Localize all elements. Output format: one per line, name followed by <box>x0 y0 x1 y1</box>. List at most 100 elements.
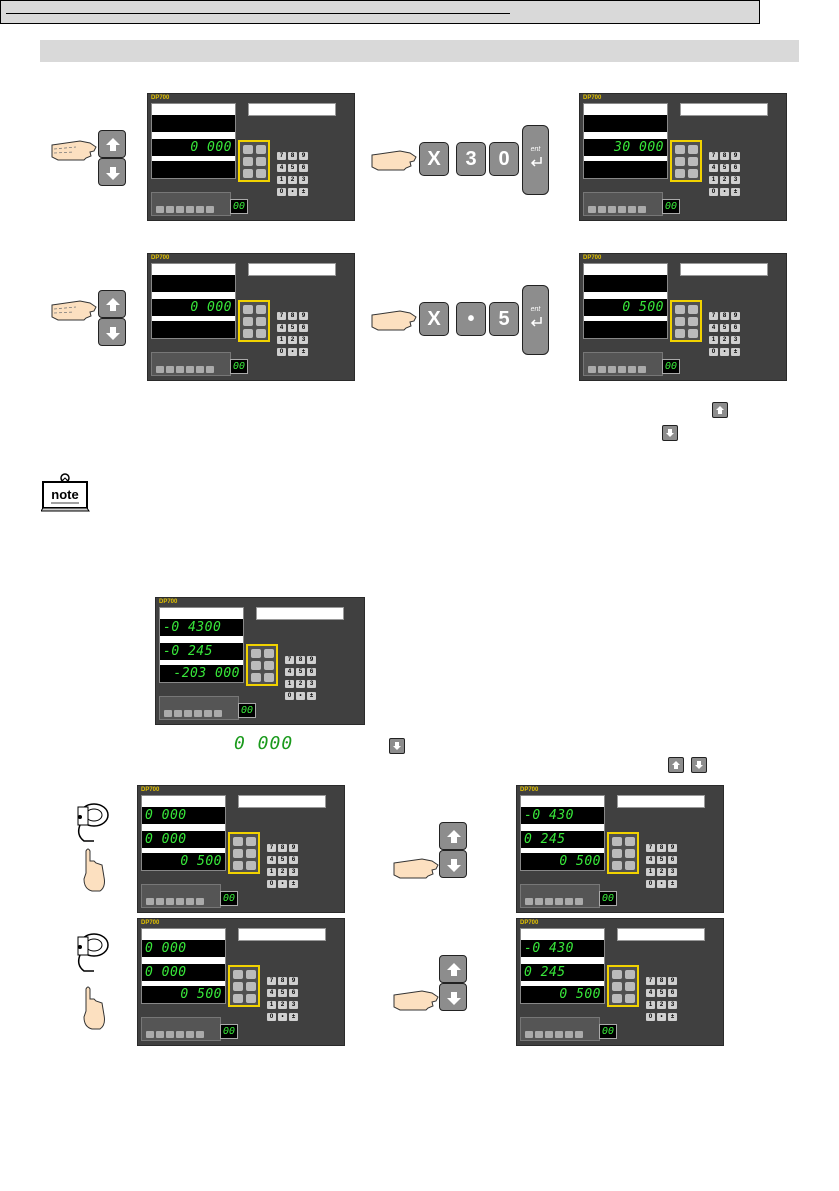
axis-screen: 0 000 <box>151 103 236 179</box>
brand-label: DP700 <box>583 255 602 261</box>
up-arrow-key[interactable] <box>98 130 126 158</box>
x-axis-value: -0 430 <box>524 941 574 956</box>
note-label: note <box>51 487 78 502</box>
z-axis-value: 0 500 <box>559 987 601 1002</box>
x-axis-value: 0 000 <box>145 808 187 823</box>
up-arrow-key[interactable] <box>668 757 684 773</box>
function-bar[interactable] <box>151 352 231 376</box>
y-axis-value: 30 000 <box>614 140 664 155</box>
x-axis-key[interactable]: X <box>419 302 449 336</box>
y-axis-value: 0 245 <box>524 965 566 980</box>
function-bar[interactable] <box>583 192 663 216</box>
y-axis-value: 0 000 <box>145 832 187 847</box>
axis-screen: -0 430 0 245 0 500 <box>520 928 605 1004</box>
up-arrow-key[interactable] <box>439 955 467 983</box>
function-bar[interactable] <box>159 696 239 720</box>
enter-label: ent <box>530 306 541 313</box>
brand-label: DP700 <box>520 920 539 926</box>
message-window <box>617 928 705 941</box>
axis-screen: 0 000 0 000 0 500 <box>141 928 226 1004</box>
up-arrow-key[interactable] <box>98 290 126 318</box>
x-axis-value: 0 000 <box>145 941 187 956</box>
x-axis-value: -0 430 <box>524 808 574 823</box>
down-arrow-key[interactable] <box>98 318 126 346</box>
tool-number-display: 00 <box>230 359 248 374</box>
message-window <box>680 263 768 276</box>
axis-select-group[interactable] <box>607 832 639 874</box>
axis-screen: 0 000 0 000 0 500 <box>141 795 226 871</box>
axis-select-group[interactable] <box>607 965 639 1007</box>
function-bar[interactable] <box>583 352 663 376</box>
function-bar[interactable] <box>520 884 600 908</box>
brand-label: DP700 <box>151 95 170 101</box>
axis-select-group[interactable] <box>670 300 702 342</box>
z-axis-value: 0 500 <box>559 854 601 869</box>
y-axis-value: 0 000 <box>190 140 232 155</box>
down-arrow-key[interactable] <box>389 738 405 754</box>
function-bar[interactable] <box>520 1017 600 1041</box>
up-arrow-key[interactable] <box>712 402 728 418</box>
axis-select-group[interactable] <box>246 644 278 686</box>
section-header-bar-2 <box>0 0 760 24</box>
enter-key[interactable]: ent <box>522 125 549 195</box>
axis-screen: 0 000 <box>151 263 236 339</box>
brand-label: DP700 <box>583 95 602 101</box>
y-axis-value: -0 245 <box>163 644 213 659</box>
axis-select-group[interactable] <box>228 965 260 1007</box>
decimal-point-key[interactable]: • <box>456 302 486 336</box>
enter-key[interactable]: ent <box>522 285 549 355</box>
axis-screen: -0 430 0 245 0 500 <box>520 795 605 871</box>
function-bar[interactable] <box>141 1017 221 1041</box>
axis-screen: 30 000 <box>583 103 668 179</box>
tool-number-display: 00 <box>599 891 617 906</box>
down-arrow-key[interactable] <box>439 850 467 878</box>
axis-select-group[interactable] <box>238 140 270 182</box>
z-axis-value: 0 500 <box>180 987 222 1002</box>
header-underline <box>6 13 510 14</box>
z-axis-value: 0 500 <box>180 854 222 869</box>
function-bar[interactable] <box>151 192 231 216</box>
axis-select-group[interactable] <box>228 832 260 874</box>
digit-0-key[interactable]: 0 <box>489 142 519 176</box>
pointing-hand-icon <box>51 300 97 321</box>
brand-label: DP700 <box>520 787 539 793</box>
down-arrow-key[interactable] <box>98 158 126 186</box>
down-arrow-key[interactable] <box>662 425 678 441</box>
x-axis-key[interactable]: X <box>419 142 449 176</box>
tool-number-display: 00 <box>220 1024 238 1039</box>
function-bar[interactable] <box>141 884 221 908</box>
tool-number-display: 00 <box>238 703 256 718</box>
edge-finder-probe-icon <box>77 933 109 1030</box>
tool-number-display: 00 <box>599 1024 617 1039</box>
y-axis-value: 0 000 <box>145 965 187 980</box>
down-arrow-key[interactable] <box>691 757 707 773</box>
digit-5-key[interactable]: 5 <box>489 302 519 336</box>
tool-number-display: 00 <box>230 199 248 214</box>
axis-select-group[interactable] <box>670 140 702 182</box>
axis-screen: 0 500 <box>583 263 668 339</box>
message-window <box>256 607 344 620</box>
axis-select-group[interactable] <box>238 300 270 342</box>
up-arrow-key[interactable] <box>439 822 467 850</box>
digit-3-key[interactable]: 3 <box>456 142 486 176</box>
edge-finder-probe-icon <box>77 803 109 892</box>
message-window <box>248 263 336 276</box>
down-arrow-key[interactable] <box>439 983 467 1011</box>
